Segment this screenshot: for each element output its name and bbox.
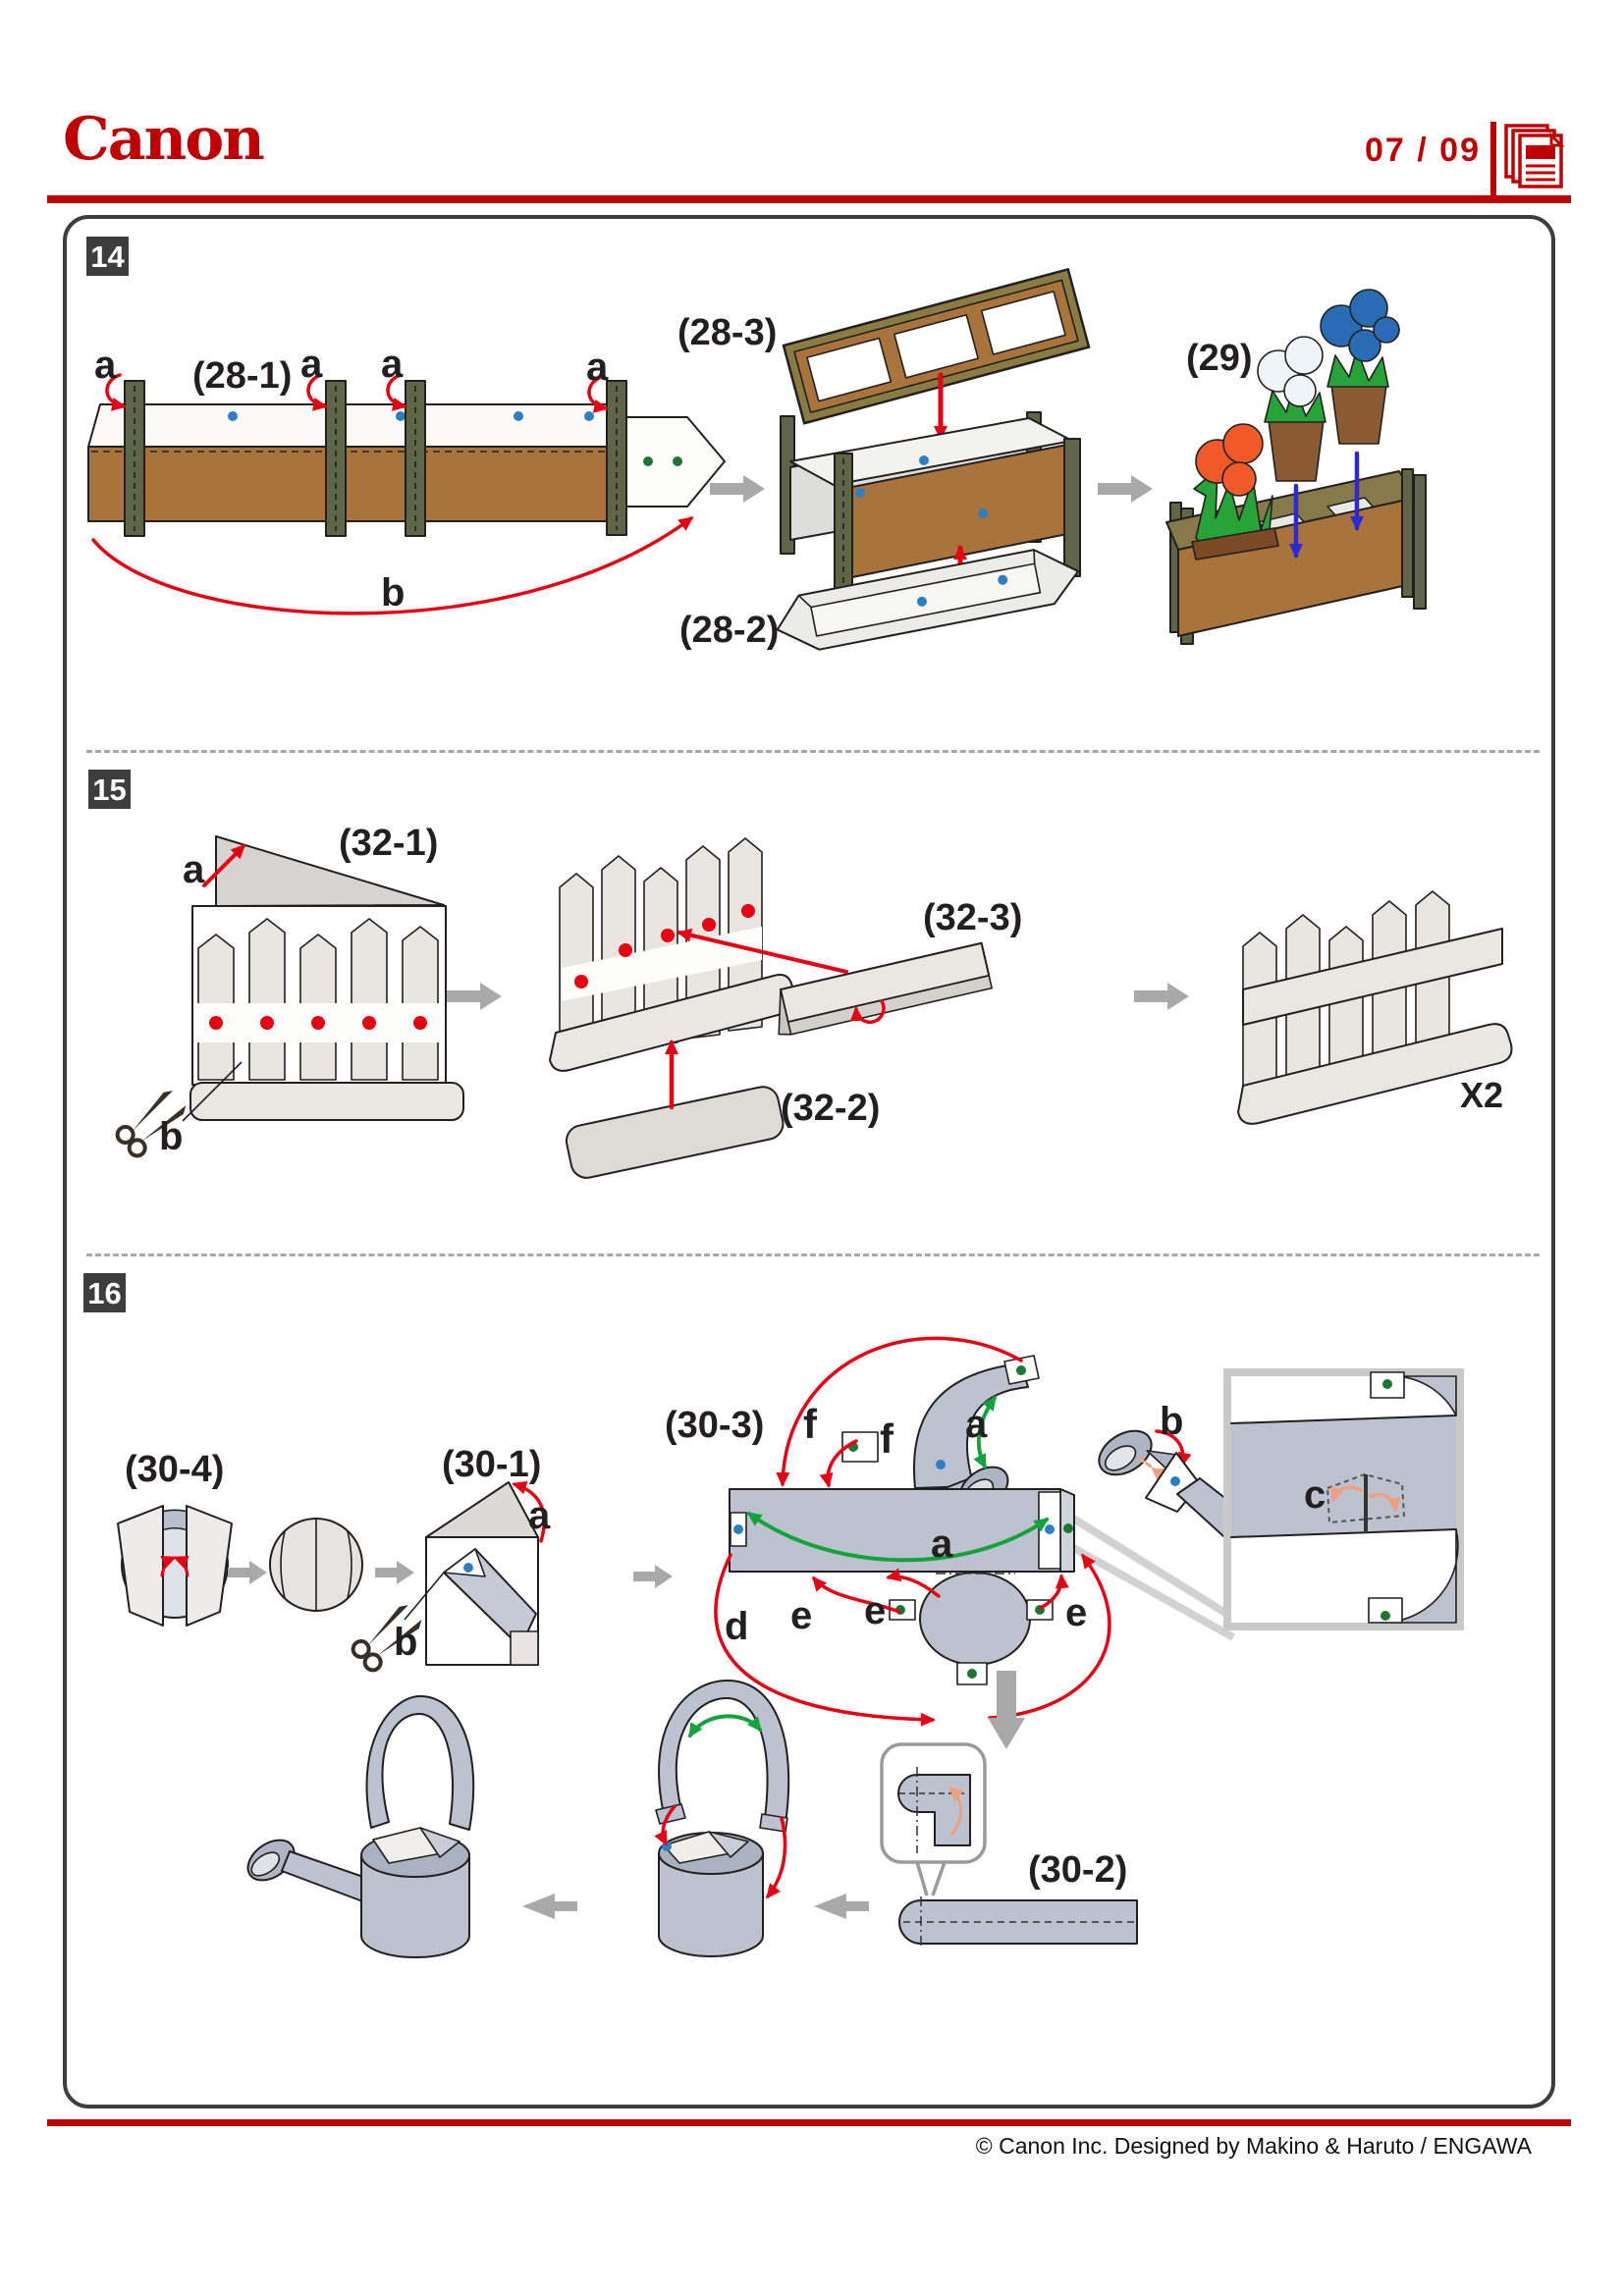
watering-can-parts-30-3 — [714, 1336, 1236, 1727]
fence-3d — [549, 837, 797, 1072]
label-29: (29) — [1186, 338, 1253, 379]
frame-28-3 — [782, 267, 1091, 425]
flow-arrow-down — [988, 1671, 1025, 1749]
rail-insert-arrow — [677, 928, 848, 974]
letter-e-2: e — [864, 1589, 887, 1632]
letter-a-1: a — [94, 344, 117, 387]
letter-d-1: d — [725, 1605, 749, 1648]
label-28-3: (28-3) — [677, 312, 778, 353]
ball-30-4 — [117, 1505, 233, 1627]
flow-arrow-6 — [375, 1561, 414, 1584]
letter-b-2: b — [159, 1115, 184, 1158]
letter-f-1: f — [803, 1401, 817, 1447]
ball-closed — [269, 1518, 363, 1612]
rail-fold-arrow — [849, 999, 886, 1024]
planter-strip-28-1 — [87, 373, 726, 615]
header-rule — [47, 195, 1571, 203]
letter-b-1: b — [381, 571, 406, 614]
letter-b-4: b — [1160, 1400, 1184, 1443]
header-divider — [1490, 122, 1496, 203]
canon-logo: Canon — [63, 105, 265, 174]
letter-a-3: a — [381, 343, 404, 386]
flow-arrow-2 — [1098, 475, 1153, 503]
copyright: © Canon Inc. Designed by Makino & Haruto… — [975, 2133, 1532, 2159]
letter-a-6: a — [528, 1494, 551, 1537]
label-x2: X2 — [1460, 1075, 1504, 1115]
flow-arrow-5 — [228, 1561, 267, 1584]
planter-assembly — [780, 372, 1081, 615]
flow-arrow-left-2 — [522, 1894, 577, 1919]
letter-b-3: b — [394, 1621, 418, 1664]
section-divider-1 — [86, 750, 1540, 753]
fold-callout — [880, 1742, 987, 1896]
label-32-1: (32-1) — [339, 823, 439, 864]
letter-c-1: c — [1304, 1473, 1326, 1517]
letter-f-2: f — [880, 1415, 893, 1462]
label-32-2: (32-2) — [781, 1088, 881, 1129]
card-30-1 — [404, 1480, 546, 1666]
detail-panel — [1223, 1368, 1464, 1630]
step-badge-16: 16 — [83, 1273, 126, 1312]
letter-a-7: a — [965, 1403, 988, 1446]
flow-arrow-1 — [710, 475, 765, 503]
planted-box-29 — [1165, 289, 1427, 645]
page-number: 07 / 09 — [1365, 132, 1481, 169]
footer-rule — [47, 2119, 1571, 2126]
flow-arrow-left-1 — [814, 1894, 869, 1919]
flow-arrow-7 — [633, 1565, 673, 1588]
label-32-3: (32-3) — [923, 897, 1023, 938]
label-28-1: (28-1) — [192, 355, 293, 397]
label-30-4: (30-4) — [125, 1449, 225, 1490]
letter-a-5: a — [183, 848, 205, 891]
label-30-3: (30-3) — [665, 1405, 765, 1446]
step-badge-15: 15 — [88, 770, 131, 809]
base-32-2 — [565, 1086, 785, 1179]
section-divider-2 — [86, 1254, 1540, 1256]
rail-32-3 — [778, 941, 993, 1036]
strip-30-2 — [898, 1896, 1138, 1948]
letter-a-4: a — [586, 346, 609, 389]
letter-a-2: a — [300, 343, 323, 386]
can-finished — [246, 1695, 475, 1958]
letter-e-3: e — [1065, 1591, 1088, 1634]
fence-flat-32-1 — [182, 835, 464, 1122]
flow-arrow-4 — [1134, 983, 1189, 1010]
label-30-2: (30-2) — [1028, 1849, 1128, 1891]
fence-finished — [1237, 890, 1513, 1125]
label-28-2: (28-2) — [679, 610, 780, 651]
can-with-handle — [654, 1680, 790, 1957]
step-badge-14: 14 — [86, 237, 129, 276]
tray-28-2 — [776, 549, 1079, 651]
letter-e-1: e — [790, 1594, 813, 1637]
flow-arrow-3 — [447, 983, 502, 1010]
letter-a-8: a — [931, 1522, 953, 1566]
label-30-1: (30-1) — [442, 1444, 542, 1485]
pages-icon — [1504, 124, 1565, 188]
